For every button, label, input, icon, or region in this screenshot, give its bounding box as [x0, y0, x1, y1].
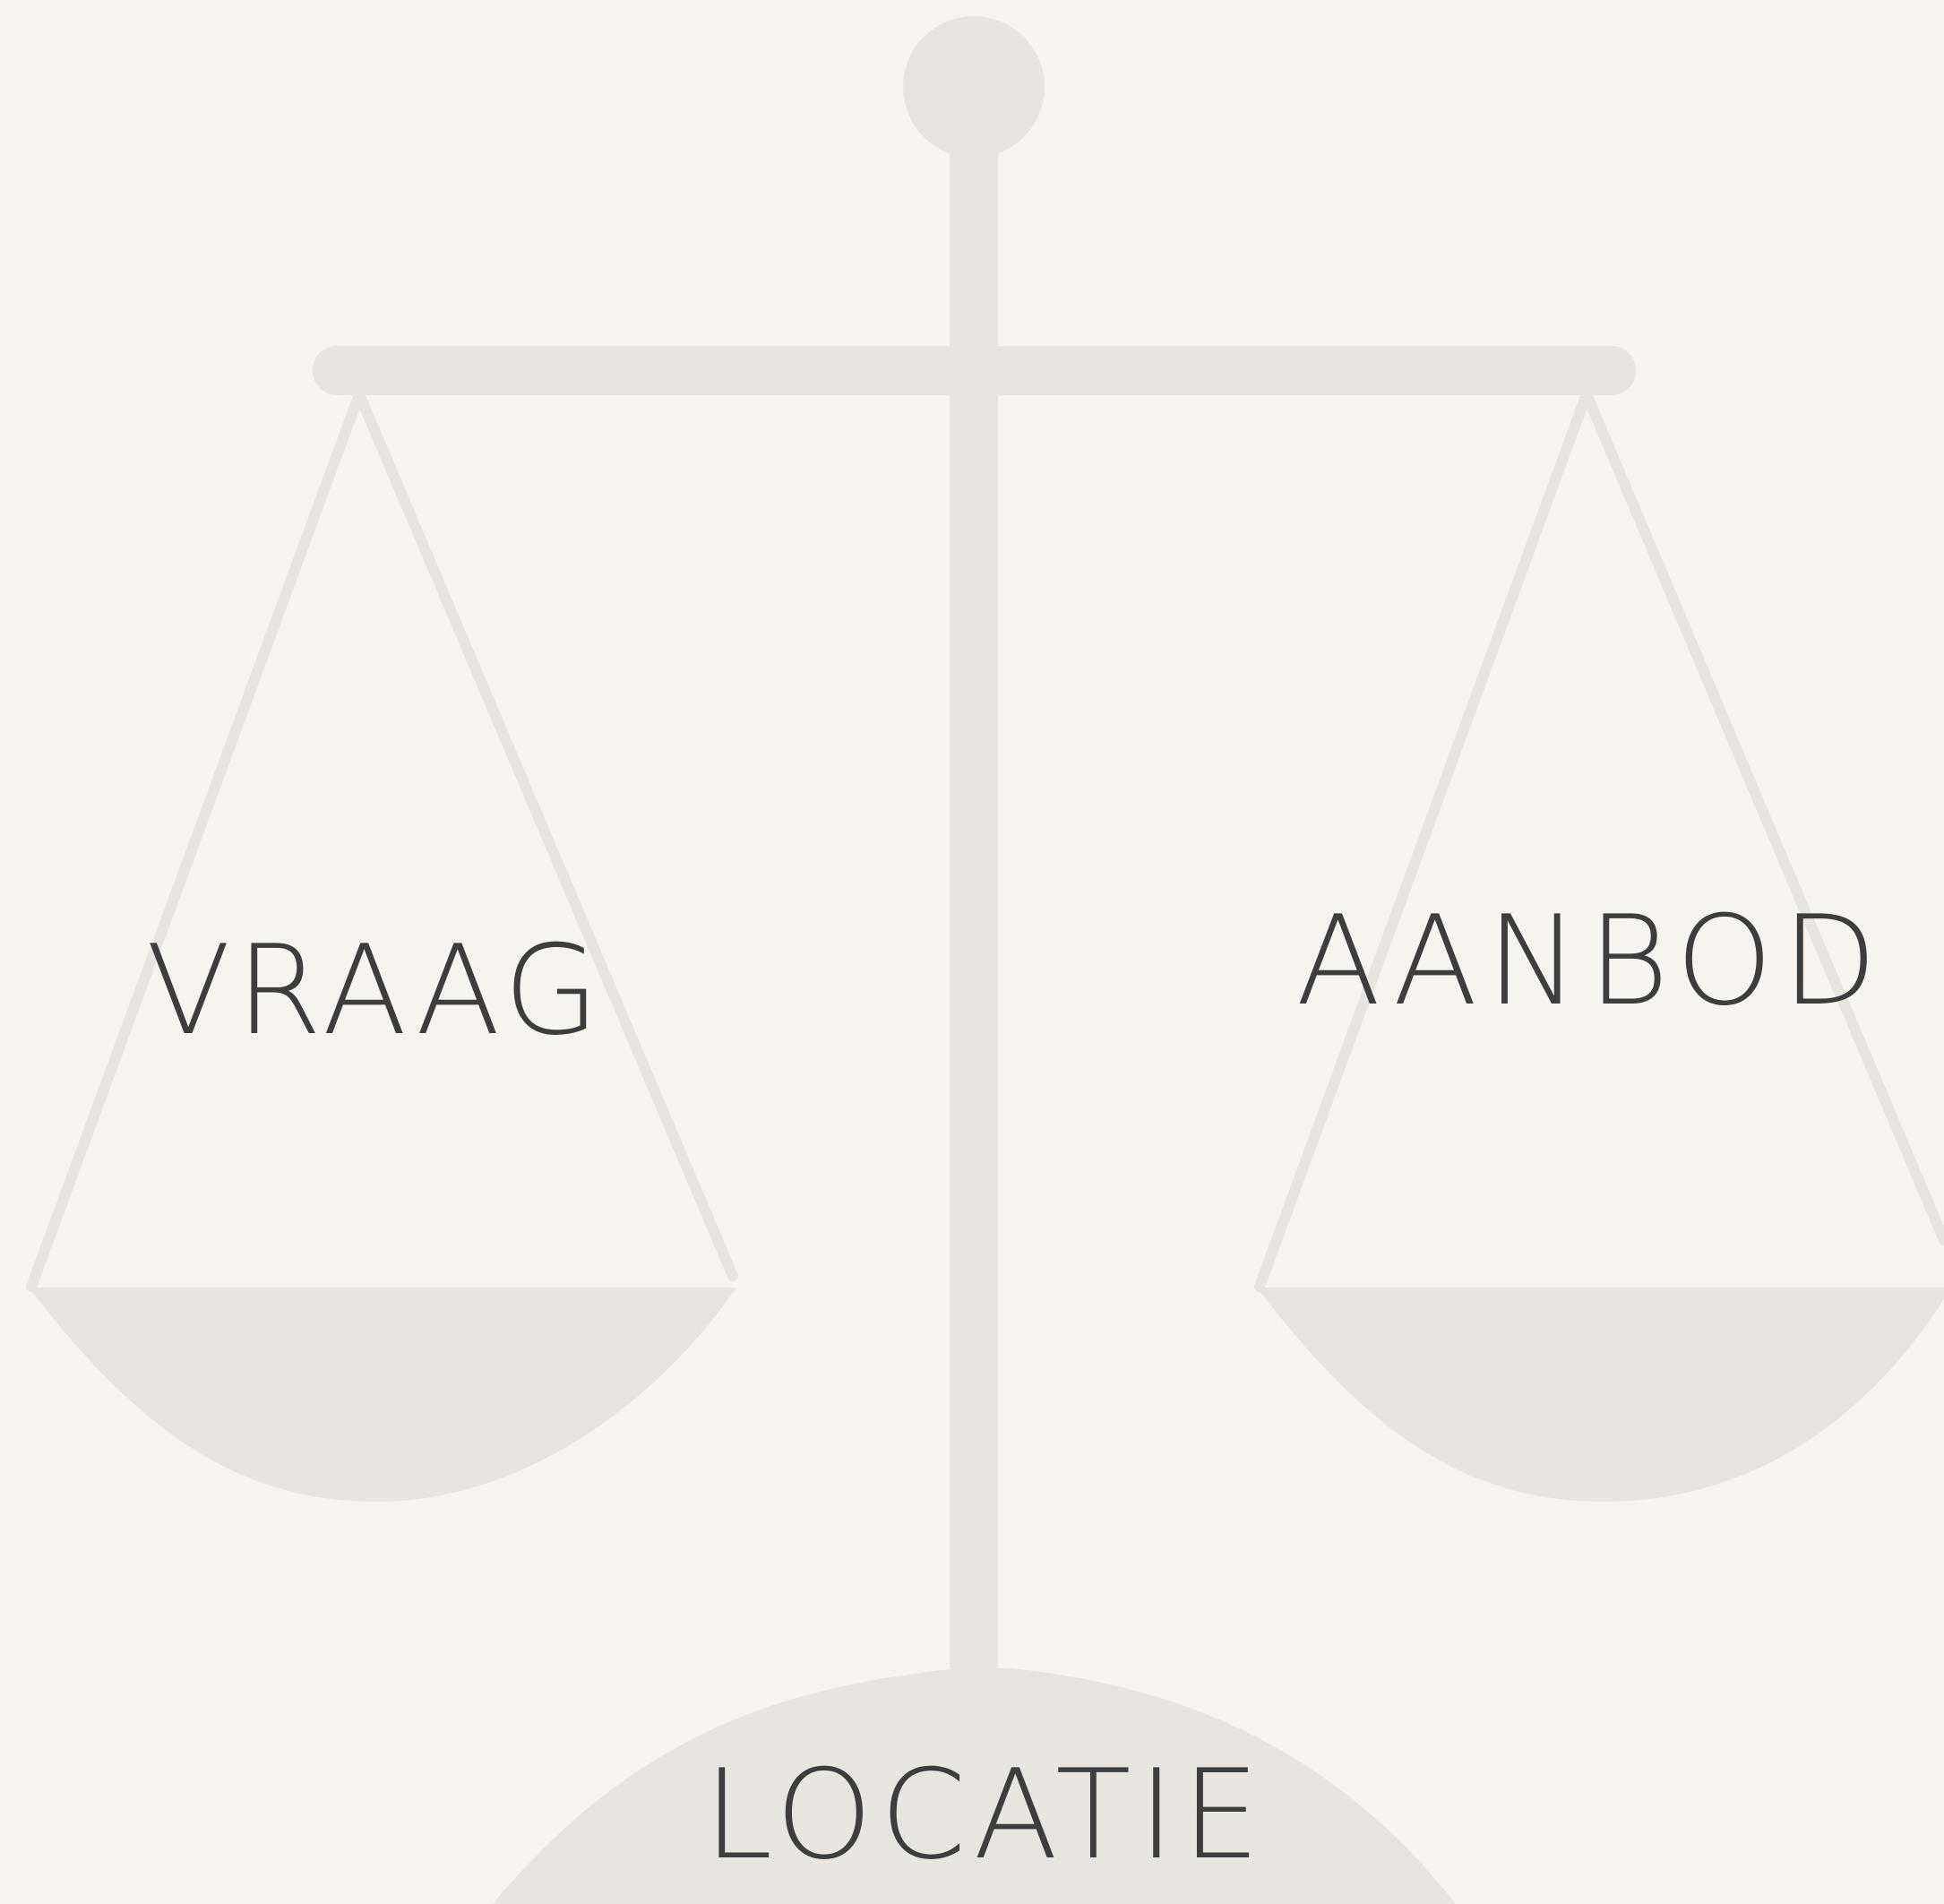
- location-label: LOCATIE: [704, 1753, 1268, 1877]
- left-pan-bowl: [29, 1288, 736, 1502]
- right-pan-strings: [1260, 394, 1944, 1287]
- right-pan-bowl: [1257, 1288, 1944, 1502]
- left-pan-strings: [31, 394, 733, 1287]
- supply-label: AANBOD: [1296, 900, 1887, 1023]
- scale-beam: [313, 346, 1636, 395]
- demand-label: VRAAG: [146, 929, 605, 1053]
